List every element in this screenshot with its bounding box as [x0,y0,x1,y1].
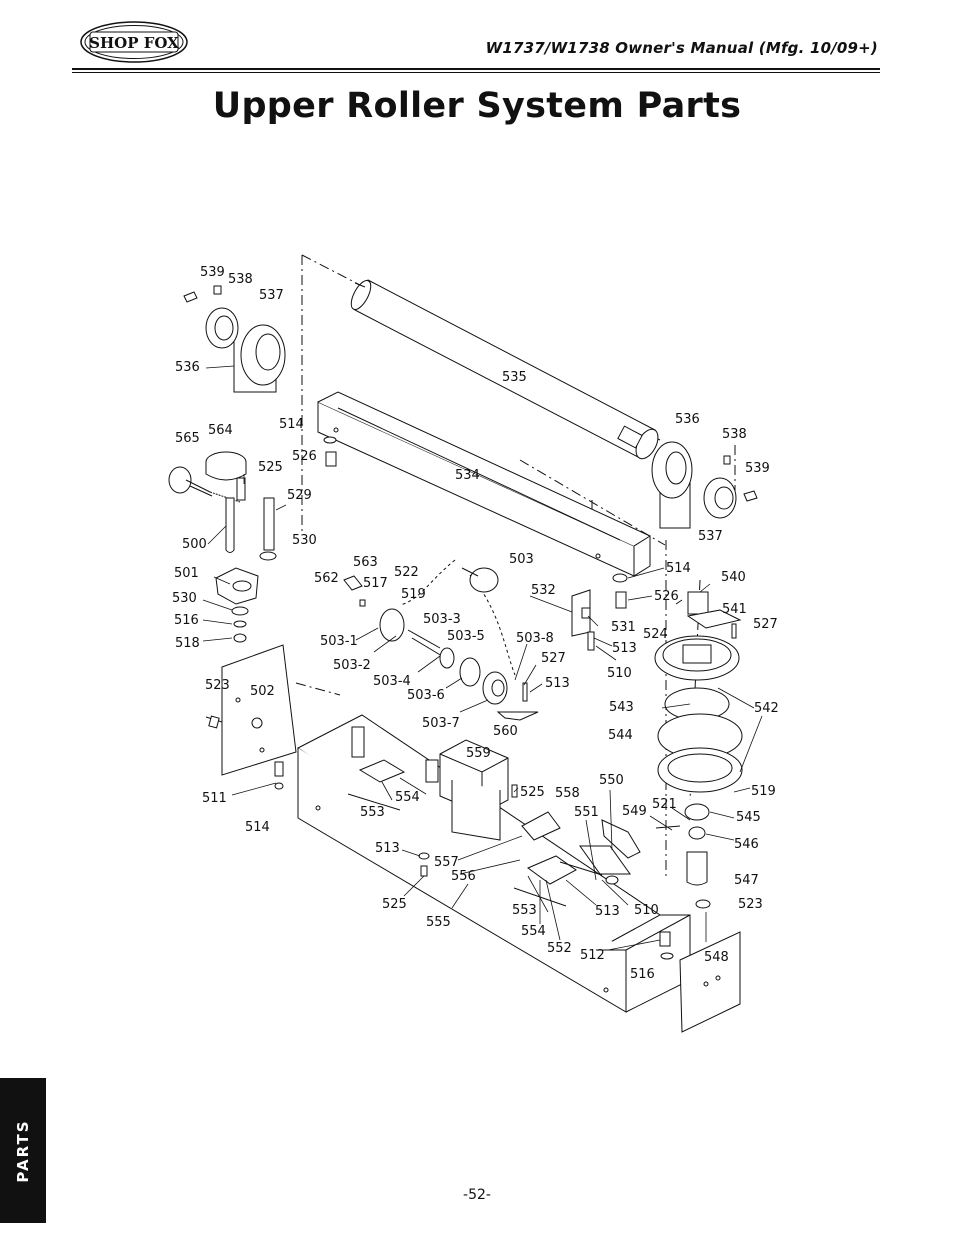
callout-530: 530 [172,591,197,606]
manual-title: W1737/W1738 Owner's Manual (Mfg. 10/09+) [485,39,878,57]
callout-543: 543 [609,700,634,715]
callout-513: 513 [595,904,620,919]
callout-536: 536 [675,412,700,427]
callout-535: 535 [502,370,527,385]
shop-fox-logo: SHOP FOX [80,21,188,63]
callout-537: 537 [259,288,284,303]
callout-503-4: 503-4 [373,674,411,689]
header-rule-thin [72,72,880,73]
callout-536: 536 [175,360,200,375]
callout-539: 539 [745,461,770,476]
callout-513: 513 [545,676,570,691]
callout-519: 519 [751,784,776,799]
callout-503-7: 503-7 [422,716,460,731]
logo-text: SHOP FOX [89,34,179,52]
callout-503: 503 [509,552,534,567]
callout-502: 502 [250,684,275,699]
callout-538: 538 [722,427,747,442]
callout-534: 534 [455,468,480,483]
callout-525: 525 [520,785,545,800]
callout-503-8: 503-8 [516,631,554,646]
parts-diagram: 539 538 537 536 535 514 565 564 526 525 … [168,254,779,1033]
callout-521: 521 [652,797,677,812]
callout-517: 517 [363,576,388,591]
callout-549: 549 [622,804,647,819]
callout-511: 511 [202,791,227,806]
callout-540: 540 [721,570,746,585]
header-rule [72,68,880,70]
callout-545: 545 [736,810,761,825]
callout-530: 530 [292,533,317,548]
callout-557: 557 [434,855,459,870]
page-number: -52- [463,1187,491,1203]
callout-510: 510 [607,666,632,681]
callout-564: 564 [208,423,233,438]
callout-553: 553 [360,805,385,820]
callout-503-6: 503-6 [407,688,445,703]
callout-531: 531 [611,620,636,635]
callout-544: 544 [608,728,633,743]
callout-555: 555 [426,915,451,930]
callout-550: 550 [599,773,624,788]
page-title: Upper Roller System Parts [212,86,742,126]
callout-553: 553 [512,903,537,918]
callout-537: 537 [698,529,723,544]
callout-548: 548 [704,950,729,965]
callout-518: 518 [175,636,200,651]
callout-503-2: 503-2 [333,658,371,673]
callout-562: 562 [314,571,339,586]
callout-542: 542 [754,701,779,716]
callout-529: 529 [287,488,312,503]
callout-525: 525 [258,460,283,475]
callout-526: 526 [654,589,679,604]
section-tab-label: PARTS [14,1118,32,1183]
callout-labels: 539 538 537 536 535 514 565 564 526 525 … [172,265,779,982]
callout-539: 539 [200,265,225,280]
callout-524: 524 [643,627,668,642]
callout-547: 547 [734,873,759,888]
callout-516: 516 [174,613,199,628]
callout-565: 565 [175,431,200,446]
callout-559: 559 [466,746,491,761]
callout-523: 523 [205,678,230,693]
callout-519: 519 [401,587,426,602]
callout-514: 514 [279,417,304,432]
callout-554: 554 [395,790,420,805]
section-tab: PARTS [0,1078,46,1223]
callout-551: 551 [574,805,599,820]
callout-541: 541 [722,602,747,617]
callout-538: 538 [228,272,253,287]
callout-522: 522 [394,565,419,580]
callout-512: 512 [580,948,605,963]
callout-563: 563 [353,555,378,570]
callout-516: 516 [630,967,655,982]
callout-514: 514 [245,820,270,835]
callout-556: 556 [451,869,476,884]
callout-552: 552 [547,941,572,956]
leader-lines [202,365,763,951]
callout-532: 532 [531,583,556,598]
callout-560: 560 [493,724,518,739]
callout-503-1: 503-1 [320,634,358,649]
callout-527: 527 [753,617,778,632]
callout-527: 527 [541,651,566,666]
callout-510: 510 [634,903,659,918]
callout-523: 523 [738,897,763,912]
callout-525: 525 [382,897,407,912]
callout-513: 513 [375,841,400,856]
callout-503-5: 503-5 [447,629,485,644]
callout-514: 514 [666,561,691,576]
diagram-drawing [168,254,758,1033]
callout-558: 558 [555,786,580,801]
callout-513: 513 [612,641,637,656]
callout-501: 501 [174,566,199,581]
callout-503-3: 503-3 [423,612,461,627]
callout-554: 554 [521,924,546,939]
callout-500: 500 [182,537,207,552]
callout-546: 546 [734,837,759,852]
callout-526: 526 [292,449,317,464]
